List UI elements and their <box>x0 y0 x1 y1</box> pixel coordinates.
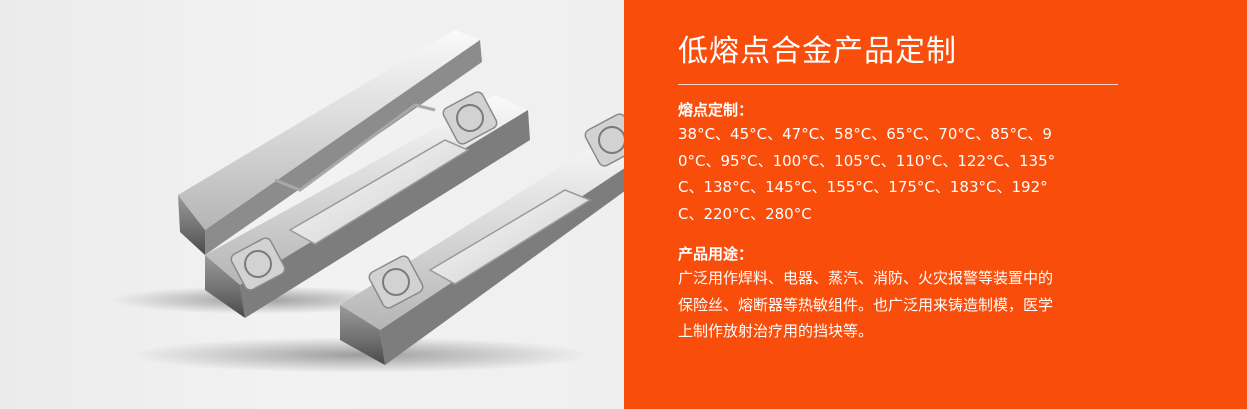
ingot-middle <box>205 91 530 318</box>
alloy-ingots-image <box>110 30 624 373</box>
product-info-panel: 低熔点合金产品定制 熔点定制： 38°C、45°C、47°C、58°C、65°C… <box>624 0 1247 409</box>
ingot-front <box>340 113 624 365</box>
product-photo <box>0 0 624 409</box>
usage-text: 广泛用作焊料、电器、蒸汽、消防、火灾报警等装置中的保险丝、熔断器等热敏组件。也广… <box>678 269 1054 340</box>
banner-title: 低熔点合金产品定制 <box>678 34 957 69</box>
usage-label: 产品用途： <box>678 245 754 263</box>
melting-point-values: 38°C、45°C、47°C、58°C、65°C、70°C、85°C、90°C、… <box>678 125 1056 223</box>
ingot-back <box>178 30 482 255</box>
melting-point-label: 熔点定制： <box>678 101 754 119</box>
title-divider <box>678 84 1118 85</box>
